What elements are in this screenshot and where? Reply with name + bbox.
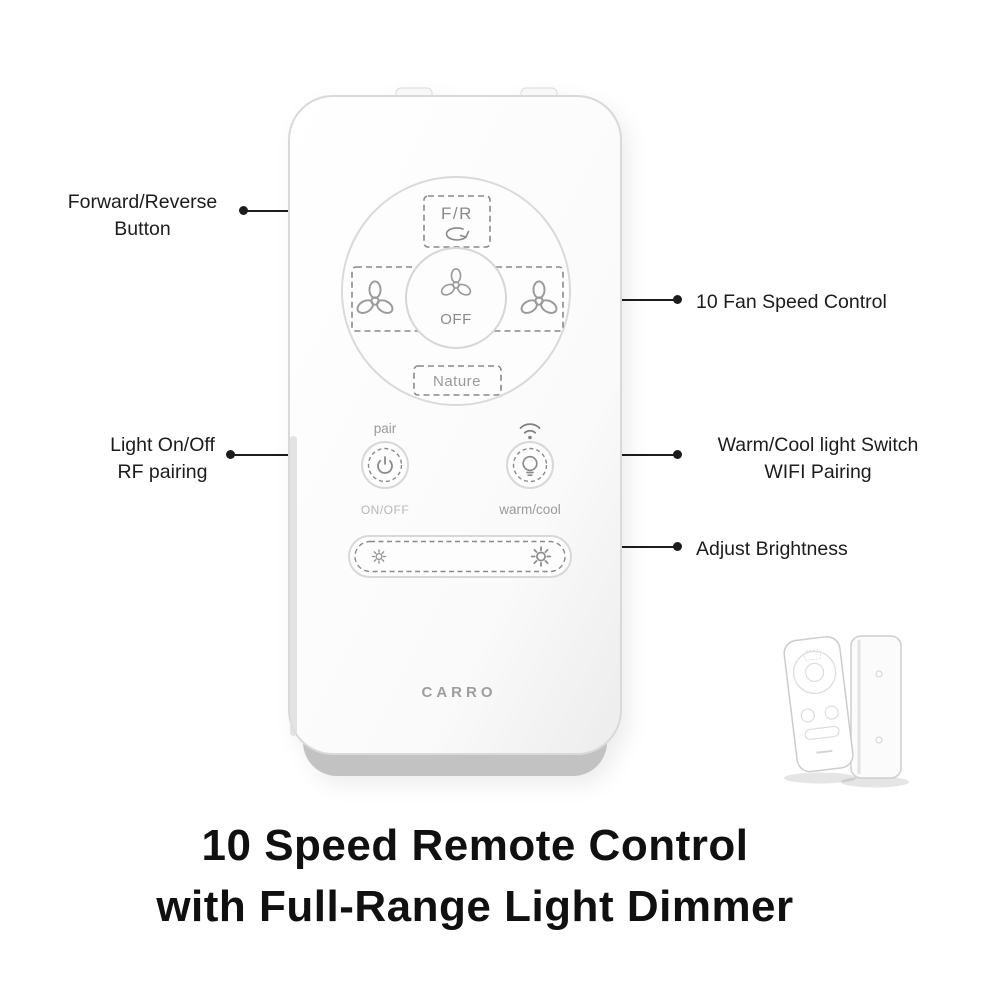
callout-brightness-line	[572, 546, 676, 548]
brightness-slider	[348, 535, 572, 578]
callout-fan-speed-label: 10 Fan Speed Control	[696, 291, 887, 313]
brand-label: CARRO	[422, 684, 497, 701]
remote-with-mount-thumbnail	[783, 635, 909, 788]
callout-warm-cool-dot	[673, 450, 682, 459]
warmcool-label: warm/cool	[498, 502, 561, 517]
loop-arrow-icon	[445, 227, 470, 241]
callout-fan-speed-line	[570, 299, 676, 301]
nature-label: Nature	[433, 373, 481, 390]
mini-remote	[783, 635, 854, 773]
off-button: OFF	[405, 247, 507, 349]
wifi-icon	[519, 423, 541, 440]
callout-light-onoff-label: Light On/Off RF pairing	[110, 434, 215, 483]
callout-warm-cool-label: Warm/Cool light Switch WIFI Pairing	[717, 434, 919, 483]
wall-mount-bracket	[850, 635, 902, 779]
remote-control-illustration: F/R OFF Nature pair	[288, 87, 622, 776]
callout-brightness-label: Adjust Brightness	[696, 538, 848, 560]
page-title: 10 Speed Remote Control with Full-Range …	[156, 821, 794, 931]
power-icon	[377, 456, 393, 474]
light-onoff-button	[361, 441, 409, 489]
fr-label: F/R	[441, 204, 473, 223]
callout-forward-reverse-label: Forward/Reverse Button	[67, 191, 218, 240]
light-bulb-icon	[522, 455, 538, 477]
thumb-shadow-left	[784, 772, 856, 784]
onoff-label: ON/OFF	[361, 503, 409, 517]
nature-button: Nature	[413, 365, 502, 396]
fr-button: F/R	[423, 195, 491, 248]
pair-label: pair	[374, 421, 397, 436]
warm-cool-button	[506, 441, 554, 489]
off-label: OFF	[440, 311, 472, 328]
thumb-shadow-right	[841, 776, 909, 788]
remote-side-shade	[290, 436, 297, 736]
callout-fan-speed-dot	[673, 295, 682, 304]
callout-brightness-dot	[673, 542, 682, 551]
